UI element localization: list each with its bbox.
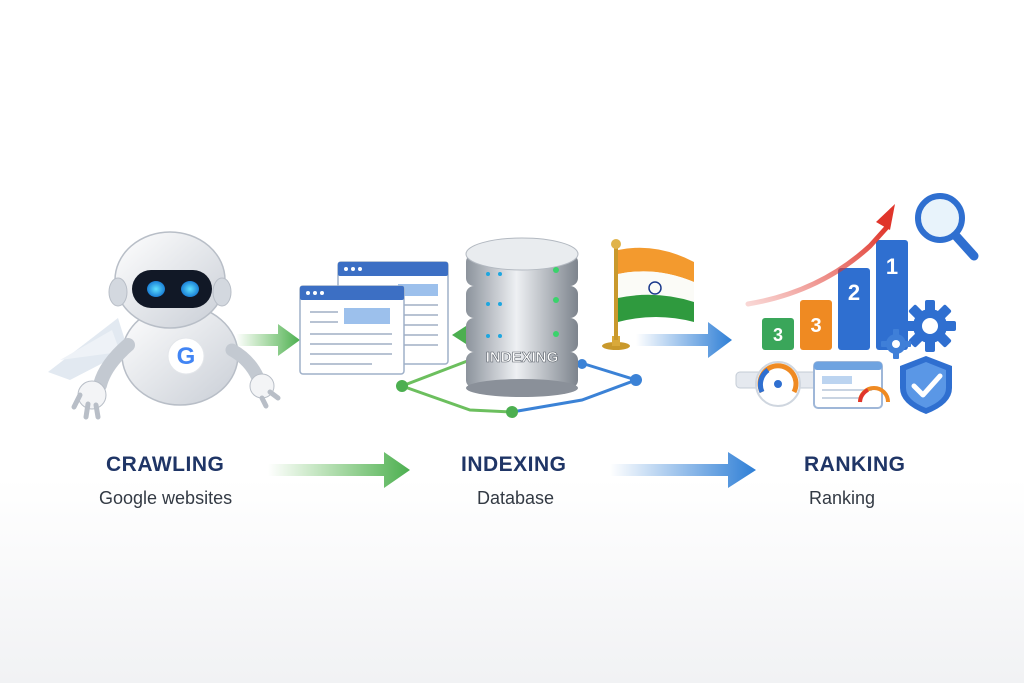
rank-bar-label-2: 2: [848, 280, 860, 305]
rank-bar-label-4: 3: [773, 325, 783, 345]
rank-bar-1: [876, 240, 908, 350]
shield-check-icon: [900, 356, 952, 414]
step-title-indexing: INDEXING: [461, 453, 567, 476]
rank-bar-label-1: 1: [886, 254, 898, 279]
small-gear-icon: [881, 329, 911, 359]
robot-badge-letter: G: [177, 343, 196, 370]
magnifier-icon: [915, 193, 979, 261]
step-title-crawling: CRAWLING: [106, 453, 225, 476]
step-subtitle-indexing: Database: [477, 488, 555, 508]
report-card-icon: [813, 361, 890, 409]
rank-bar-3: [800, 300, 832, 350]
web-pages-icon: [299, 261, 449, 375]
crawl-arrow-small: [236, 324, 300, 356]
india-flag-icon: [602, 239, 694, 350]
rank-bar-4: [762, 318, 794, 350]
step-subtitle-ranking: Ranking: [809, 488, 876, 508]
rank-bar-2: [838, 268, 870, 350]
database-server-icon: [396, 237, 642, 418]
step-subtitle-crawling: Google websites: [99, 488, 233, 508]
rank-bar-label-3: 3: [810, 315, 821, 337]
gear-icon: [904, 300, 956, 352]
database-label: INDEXING: [486, 349, 559, 366]
index-to-rank-arrow: [610, 452, 756, 488]
rank-arrow-small: [636, 322, 732, 358]
crawl-to-index-arrow: [268, 452, 410, 488]
gauge-icon: [755, 361, 801, 407]
google-robot-icon: [48, 231, 281, 420]
ranking-chart-icon: [735, 204, 908, 389]
step-title-ranking: RANKING: [804, 453, 906, 476]
